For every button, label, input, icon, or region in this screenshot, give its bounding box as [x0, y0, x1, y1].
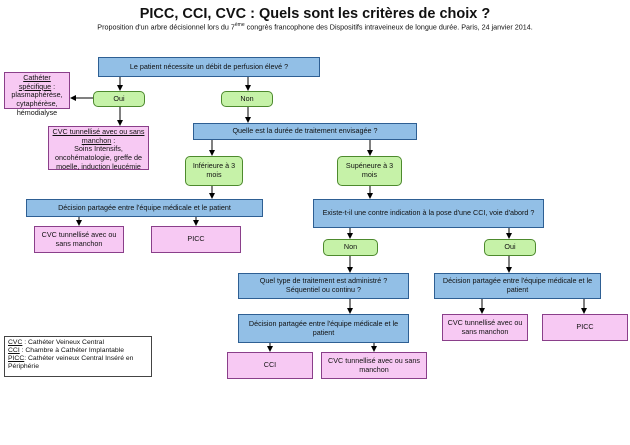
specific-colon: : [51, 81, 56, 91]
answer-non-2-node: Non [323, 239, 378, 256]
legend-row-cvc: CVC : Cathéter Veineux Central [8, 339, 148, 347]
legend-abbr: PICC [8, 355, 25, 363]
question-contre-indication-node: Existe-t-il une contre indication à la p… [313, 199, 544, 228]
answer-superieure-node: Supéneure à 3 mois [337, 156, 402, 186]
answer-inferieure-node: Inférieure à 3 mois [185, 156, 243, 186]
question-duree-node: Quelle est la durée de traitement envisa… [193, 123, 417, 140]
legend-row-cci: CCI : Chambre à Cathéter Implantable [8, 347, 148, 355]
answer-non-1-node: Non [221, 91, 273, 107]
decision-mid-node: Décision partagée entre l'équipe médical… [238, 314, 409, 343]
decision-left-node: Décision partagée entre l'équipe médical… [26, 199, 263, 217]
result-cvc-right-node: CVC tunnellisé avec ou sans manchon [442, 314, 528, 341]
answer-oui-1-node: Oui [93, 91, 145, 107]
result-cvc-tunnellise-node: CVC tunnellisé avec ou sans manchon : So… [48, 126, 149, 170]
result-specific-catheter-node: Cathéter spécifique : plasmaphérèse, cyt… [4, 72, 70, 116]
cvc-body: Soins Intensifs, oncohématologie, greffe… [55, 144, 142, 171]
result-picc-left-node: PICC [151, 226, 241, 253]
result-cvc-left-node: CVC tunnellisé avec ou sans manchon [34, 226, 124, 253]
legend-text: : Chambre à Cathéter Implantable [19, 347, 124, 355]
page-subtitle: Proposition d'un arbre décisionnel lors … [0, 22, 630, 31]
legend-abbr: CVC [8, 339, 23, 346]
specific-heading: Cathéter spécifique : [8, 73, 66, 91]
legend-text: : Cathéter veineux Central Inséré en Pér… [8, 355, 134, 371]
result-cvc-mid-node: CVC tunnellisé avec ou sans manchon [321, 352, 427, 379]
result-picc-right-node: PICC [542, 314, 628, 341]
subtitle-post: congrès francophone des Dispositifs intr… [244, 22, 533, 32]
result-cci-node: CCI [227, 352, 313, 379]
subtitle-sup: ème [234, 22, 245, 28]
decision-right-node: Décision partagée entre l'équipe médical… [434, 273, 601, 299]
specific-body: plasmaphérèse, cytaphérèse, hémodialyse [11, 90, 63, 117]
cvc-colon: : [111, 135, 116, 145]
legend-abbr: CCI [8, 347, 20, 355]
legend-text: : Cathéter Veineux Central [22, 339, 104, 346]
page-title: PICC, CCI, CVC : Quels sont les critères… [139, 6, 491, 22]
legend-row-picc: PICC: Cathéter veineux Central Inséré en… [8, 355, 148, 371]
answer-oui-2-node: Oui [484, 239, 536, 256]
cvc-title: CVC tunnellisé avec ou sans manchon [52, 127, 145, 145]
question-type-traitement-node: Quel type de traitement est administré ?… [238, 273, 409, 299]
cvc-heading: CVC tunnellisé avec ou sans manchon : [52, 127, 145, 145]
legend-box: CVC : Cathéter Veineux Central CCI : Cha… [4, 336, 152, 377]
question-debit-node: Le patient nécessite un débit de perfusi… [98, 57, 320, 77]
subtitle-pre: Proposition d'un arbre décisionnel lors … [97, 22, 235, 32]
specific-title: Cathéter spécifique [18, 73, 52, 91]
